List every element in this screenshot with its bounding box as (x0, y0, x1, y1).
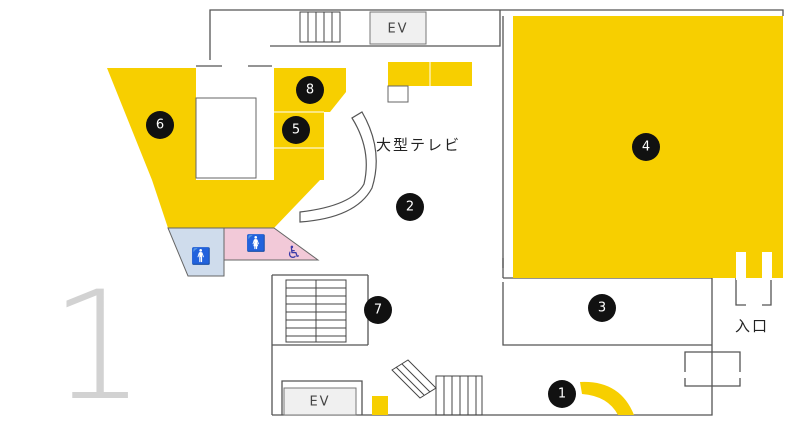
restroom-women-icon: 🚺 (246, 234, 266, 253)
area-under-5 (274, 148, 324, 180)
marker-5[interactable]: 5 (282, 116, 310, 144)
display-areas (107, 16, 783, 415)
marker-6[interactable]: 6 (146, 111, 174, 139)
svg-text:4: 4 (642, 140, 650, 155)
marker-1[interactable]: 1 (548, 380, 576, 408)
entrance-label: 入口 (735, 317, 769, 335)
escalator-bottom (391, 359, 483, 416)
marker-7[interactable]: 7 (364, 296, 392, 324)
elevator-bottom-label: EV (309, 395, 330, 410)
restroom-men-icon: 🚹 (191, 247, 211, 266)
svg-text:5: 5 (292, 123, 300, 138)
svg-text:1: 1 (558, 387, 566, 402)
svg-text:7: 7 (374, 303, 382, 318)
stairs-middle (285, 279, 347, 343)
svg-text:6: 6 (156, 118, 164, 133)
elevator-top-label: EV (387, 22, 408, 37)
stairs-top (299, 11, 341, 43)
men-room (167, 227, 225, 277)
elevator-top (369, 11, 427, 45)
area-lower-left (152, 180, 320, 228)
svg-text:2: 2 (406, 200, 414, 215)
svg-text:3: 3 (598, 301, 606, 316)
marker-2[interactable]: 2 (396, 193, 424, 221)
big-tv-stand (299, 111, 377, 223)
big-tv-label: 大型テレビ (376, 136, 461, 154)
accessible-restroom-icon: ♿ (286, 243, 301, 263)
marker-3[interactable]: 3 (588, 294, 616, 322)
area-1 (580, 381, 634, 415)
svg-text:8: 8 (306, 83, 314, 98)
elevator-bottom (283, 387, 357, 416)
area-small-bottom (372, 396, 388, 415)
marker-4[interactable]: 4 (632, 133, 660, 161)
women-room (223, 227, 320, 261)
floor-number: 1 (50, 260, 145, 425)
restrooms (167, 227, 320, 277)
marker-8[interactable]: 8 (296, 76, 324, 104)
